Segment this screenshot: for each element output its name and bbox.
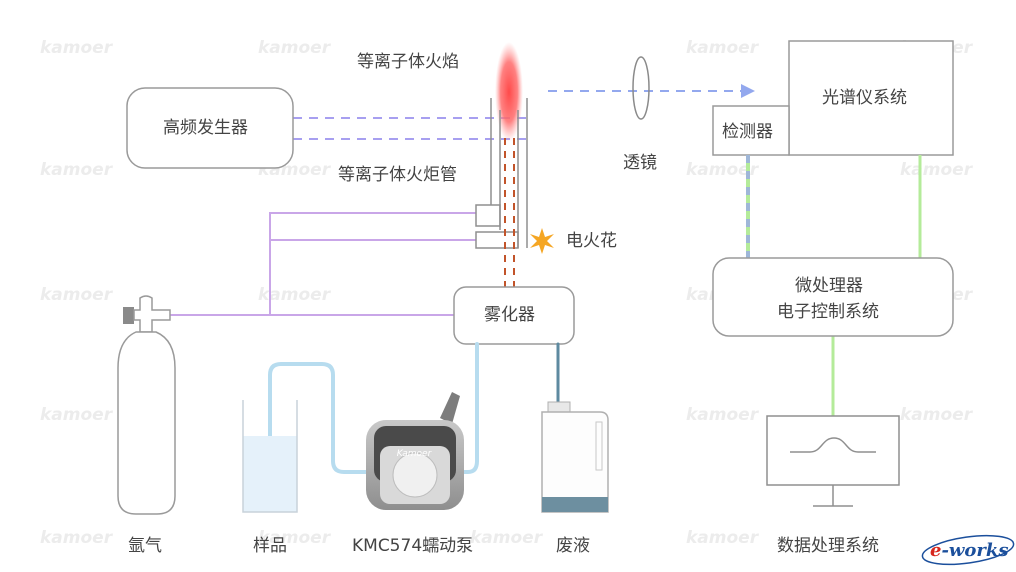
detector-box: [712, 105, 790, 156]
watermark: kamoer: [686, 38, 759, 58]
nebulizer-label: 雾化器: [484, 305, 535, 325]
nebulizer-box: [453, 286, 575, 345]
watermark: kamoer: [258, 285, 331, 305]
lens-label: 透镜: [623, 153, 657, 173]
watermark: kamoer: [900, 405, 973, 425]
source-logo: e-works: [930, 540, 1009, 561]
flame-icon: [495, 42, 523, 142]
watermark: kamoer: [258, 38, 331, 58]
data-system-label: 数据处理系统: [777, 536, 879, 556]
watermark: kamoer: [40, 38, 113, 58]
watermark: kamoer: [686, 160, 759, 180]
watermark: kamoer: [40, 160, 113, 180]
watermark: kamoer: [686, 405, 759, 425]
argon-label: 氩气: [128, 536, 162, 556]
sample-label: 样品: [253, 536, 287, 556]
processor-box: [712, 257, 954, 337]
argon-gas-lines: [170, 212, 476, 316]
spark-label: 电火花: [566, 231, 617, 251]
rf-coupling-lines: [293, 117, 532, 140]
monitor-icon: [766, 415, 900, 507]
sample-aerosol-path: [504, 138, 515, 287]
plasma-torch: [475, 98, 528, 249]
pump-brand-label: Kamoer: [397, 449, 433, 459]
spectrometer-box: [788, 40, 954, 156]
watermark: kamoer: [40, 285, 113, 305]
watermark: kamoer: [258, 528, 331, 548]
plasma-flame-label: 等离子体火焰: [357, 52, 459, 72]
watermark: kamoer: [470, 528, 543, 548]
source-logo-rest: -works: [941, 540, 1009, 561]
peristaltic-pump-icon: Kamoer: [366, 392, 464, 510]
watermark: kamoer: [40, 528, 113, 548]
watermark: kamoer: [900, 160, 973, 180]
source-logo-prefix: e: [930, 540, 942, 561]
rf-generator-label: 高频发生器: [163, 118, 248, 138]
processor-label-line2: 电子控制系统: [777, 302, 879, 322]
sample-beaker-icon: [242, 400, 298, 513]
light-path-arrow: [548, 84, 755, 98]
spectrometer-label: 光谱仪系统: [822, 88, 907, 108]
rf-generator-box: [126, 87, 294, 169]
waste-label: 废液: [556, 536, 590, 556]
pump-label: KMC574蠕动泵: [352, 536, 474, 556]
waste-container-icon: [541, 401, 609, 513]
liquid-lines: [268, 342, 560, 500]
torch-label: 等离子体火炬管: [338, 165, 457, 185]
lens-icon: [632, 56, 650, 120]
signal-lines: [746, 155, 922, 416]
detector-label: 检测器: [722, 122, 773, 142]
watermark: kamoer: [686, 528, 759, 548]
processor-label-line1: 微处理器: [795, 276, 863, 296]
spark-icon: [530, 228, 554, 254]
watermark: kamoer: [40, 405, 113, 425]
argon-cylinder-icon: [117, 295, 176, 515]
